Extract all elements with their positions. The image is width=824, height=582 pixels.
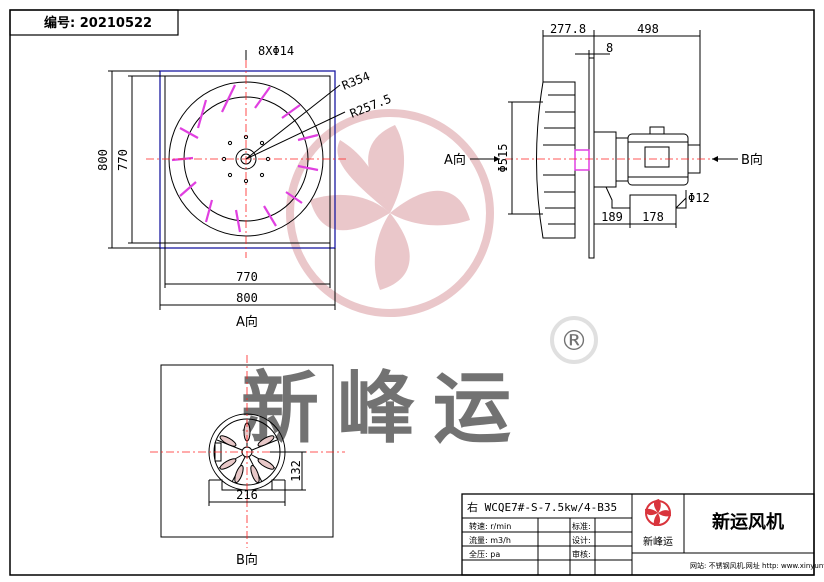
front-view-label: A向: [236, 314, 258, 330]
dim-178-label: 178: [642, 210, 664, 224]
dim-770-h-label: 770: [236, 270, 258, 284]
watermark: ® 新峰运: [241, 109, 598, 454]
front-view: [108, 50, 348, 310]
sheet-border: [9, 9, 815, 576]
row-sub-design: 设计:: [572, 535, 591, 545]
front-view-text: 8XΦ14 R354 R257.5 800 770 770 800 A向: [96, 44, 393, 330]
arrow-b-label: B向: [741, 152, 763, 168]
row-sub-standard: 标准:: [572, 521, 591, 531]
side-view-text: A向 B向 277.8 498 8 Φ515 189 178 Φ12: [444, 22, 763, 224]
arrow-a-label: A向: [444, 152, 466, 168]
title-block-text: 右 WCQE7#-S-7.5kw/4-B35 转速: r/min 标准: 流量:…: [467, 500, 824, 570]
dim-800-v-label: 800: [96, 149, 110, 171]
motor-lifting-eye: [649, 126, 665, 135]
front-plate-outer: [159, 70, 336, 249]
row-label-flow: 流量: m3/h: [469, 535, 511, 545]
r354-leader: [245, 84, 341, 160]
motor-flange: [593, 131, 617, 188]
dim-515-label: Φ515: [496, 144, 510, 173]
r257-leader: [245, 111, 346, 160]
impeller-blades: [171, 84, 319, 233]
dim-12-leader: [675, 197, 687, 209]
dim-498-label: 498: [637, 22, 659, 36]
watermark-registered-circle: [550, 316, 598, 364]
row-sub-review: 审核:: [572, 549, 591, 559]
r354-label: R354: [340, 69, 372, 93]
front-plate-inner: [164, 75, 331, 244]
watermark-registered: ®: [560, 324, 588, 357]
company-footer: 网站: 不锈钢风机.网址 http: www.xinyunfj.com: [690, 561, 824, 570]
row-label-speed: 转速: r/min: [469, 521, 511, 531]
motor-bell: [615, 137, 629, 182]
bottom-view-text: 216 132 B向: [236, 460, 303, 568]
dim-12-label: Φ12: [688, 191, 710, 205]
dim-132-label: 132: [289, 460, 303, 482]
dim-189-label: 189: [601, 210, 623, 224]
side-hub: [574, 149, 590, 171]
side-view: [505, 30, 715, 259]
header-box: 编号: 20210522: [9, 9, 179, 36]
dim-800-h-label: 800: [236, 291, 258, 305]
model-label: 右 WCQE7#-S-7.5kw/4-B35: [467, 500, 617, 514]
dim-8-label: 8: [606, 41, 613, 55]
dim-770-v-label: 770: [116, 149, 130, 171]
side-view-arrows: [470, 156, 738, 162]
title-block: [461, 493, 815, 576]
company-name: 新运风机: [712, 511, 784, 533]
bottom-centerlines: [150, 355, 345, 548]
bottom-view-label: B向: [236, 552, 258, 568]
row-label-pressure: 全压: pa: [469, 549, 500, 559]
bolt-spec-label: 8XΦ14: [258, 44, 294, 58]
dim-216-label: 216: [236, 488, 258, 502]
side-wheel-profile: [536, 81, 576, 239]
drawing-code: 编号: 20210522: [44, 15, 152, 31]
watermark-ring: [286, 109, 494, 317]
motor-terminal-box: [644, 146, 670, 168]
logo-text: 新峰运: [643, 535, 673, 548]
watermark-petals: [310, 125, 470, 290]
dim-277-label: 277.8: [550, 22, 586, 36]
title-block-logo: 新峰运: [643, 499, 673, 548]
bottom-view: [150, 355, 345, 548]
watermark-text: 新峰运: [241, 364, 529, 454]
motor-feet: [605, 186, 687, 209]
